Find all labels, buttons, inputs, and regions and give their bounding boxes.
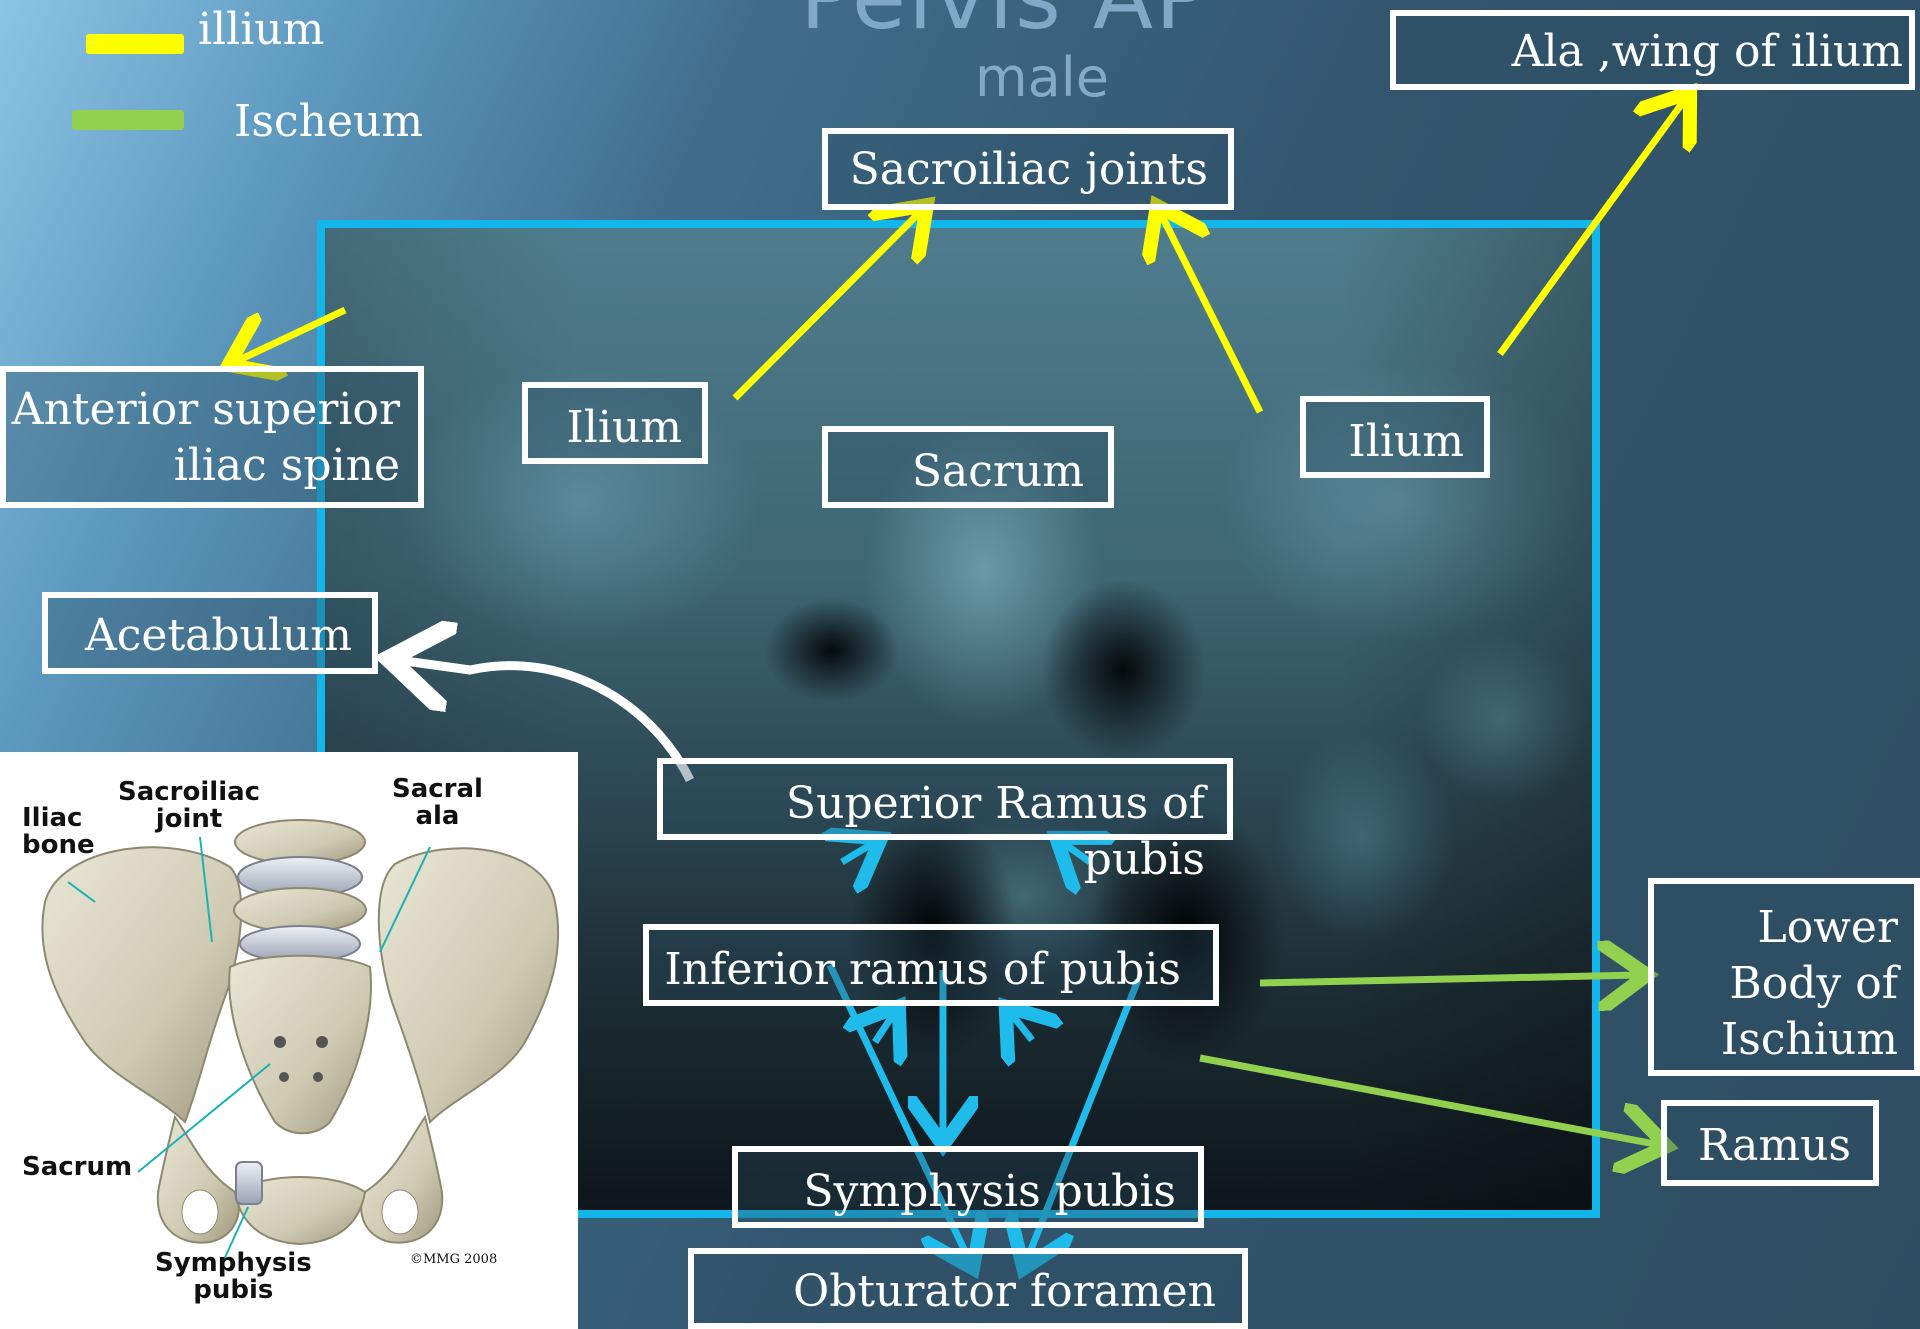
label-ala-wing-of-ilium: Ala ,wing of ilium [1390, 10, 1915, 90]
label-symphysis-text: Symphysis pubis [738, 1164, 1176, 1220]
arrow-ramus [1200, 1058, 1660, 1145]
label-acetabulum: Acetabulum [42, 592, 378, 674]
label-obturator-foramen: Obturator foramen [688, 1248, 1248, 1329]
label-ilium-left-text: Ilium [528, 400, 682, 456]
arrow-inf-ramus-right [1010, 1012, 1032, 1040]
label-sacroiliac-joints: Sacroiliac joints [822, 128, 1234, 210]
arrow-lower-body-ischium [1260, 975, 1640, 983]
label-sacroiliac-text: Sacroiliac joints [828, 142, 1208, 198]
arrow-inf-ramus-left [875, 1012, 895, 1042]
label-ramus: Ramus [1661, 1100, 1879, 1186]
label-ala-wing-text: Ala ,wing of ilium [1396, 24, 1903, 80]
label-ilium-left: Ilium [522, 382, 708, 464]
label-acetabulum-text: Acetabulum [48, 608, 352, 664]
label-lower-body-line1: Lower [1654, 900, 1898, 956]
arrow-left-ilium-to-si [735, 210, 922, 398]
label-superior-ramus-of-pubis: Superior Ramus of pubis [657, 758, 1233, 840]
label-obturator-text: Obturator foramen [694, 1264, 1216, 1320]
arrow-acetabulum [398, 660, 690, 780]
label-sacrum-text: Sacrum [828, 444, 1084, 500]
arrow-ala-wing [1500, 98, 1686, 354]
label-lower-body-of-ischium: Lower Body of Ischium [1648, 878, 1920, 1076]
label-inferior-ramus-of-pubis: Inferior ramus of pubis [643, 924, 1219, 1006]
label-ramus-text: Ramus [1667, 1118, 1851, 1174]
arrow-asis [235, 310, 345, 362]
label-symphysis-pubis: Symphysis pubis [732, 1146, 1204, 1228]
label-anterior-superior-iliac-spine: Anterior superior iliac spine [0, 366, 424, 508]
label-asis-line1: Anterior superior [6, 382, 400, 438]
label-sacrum: Sacrum [822, 426, 1114, 508]
arrow-right-ilium-to-si [1160, 212, 1260, 412]
label-lower-body-line2: Body of [1654, 956, 1898, 1012]
label-lower-body-line3: Ischium [1654, 1012, 1898, 1068]
label-ilium-right: Ilium [1300, 396, 1490, 478]
label-asis-line2: iliac spine [6, 438, 400, 494]
label-superior-ramus-text: Superior Ramus of pubis [663, 776, 1205, 888]
label-inferior-ramus-text: Inferior ramus of pubis [649, 942, 1181, 998]
label-ilium-right-text: Ilium [1306, 414, 1464, 470]
